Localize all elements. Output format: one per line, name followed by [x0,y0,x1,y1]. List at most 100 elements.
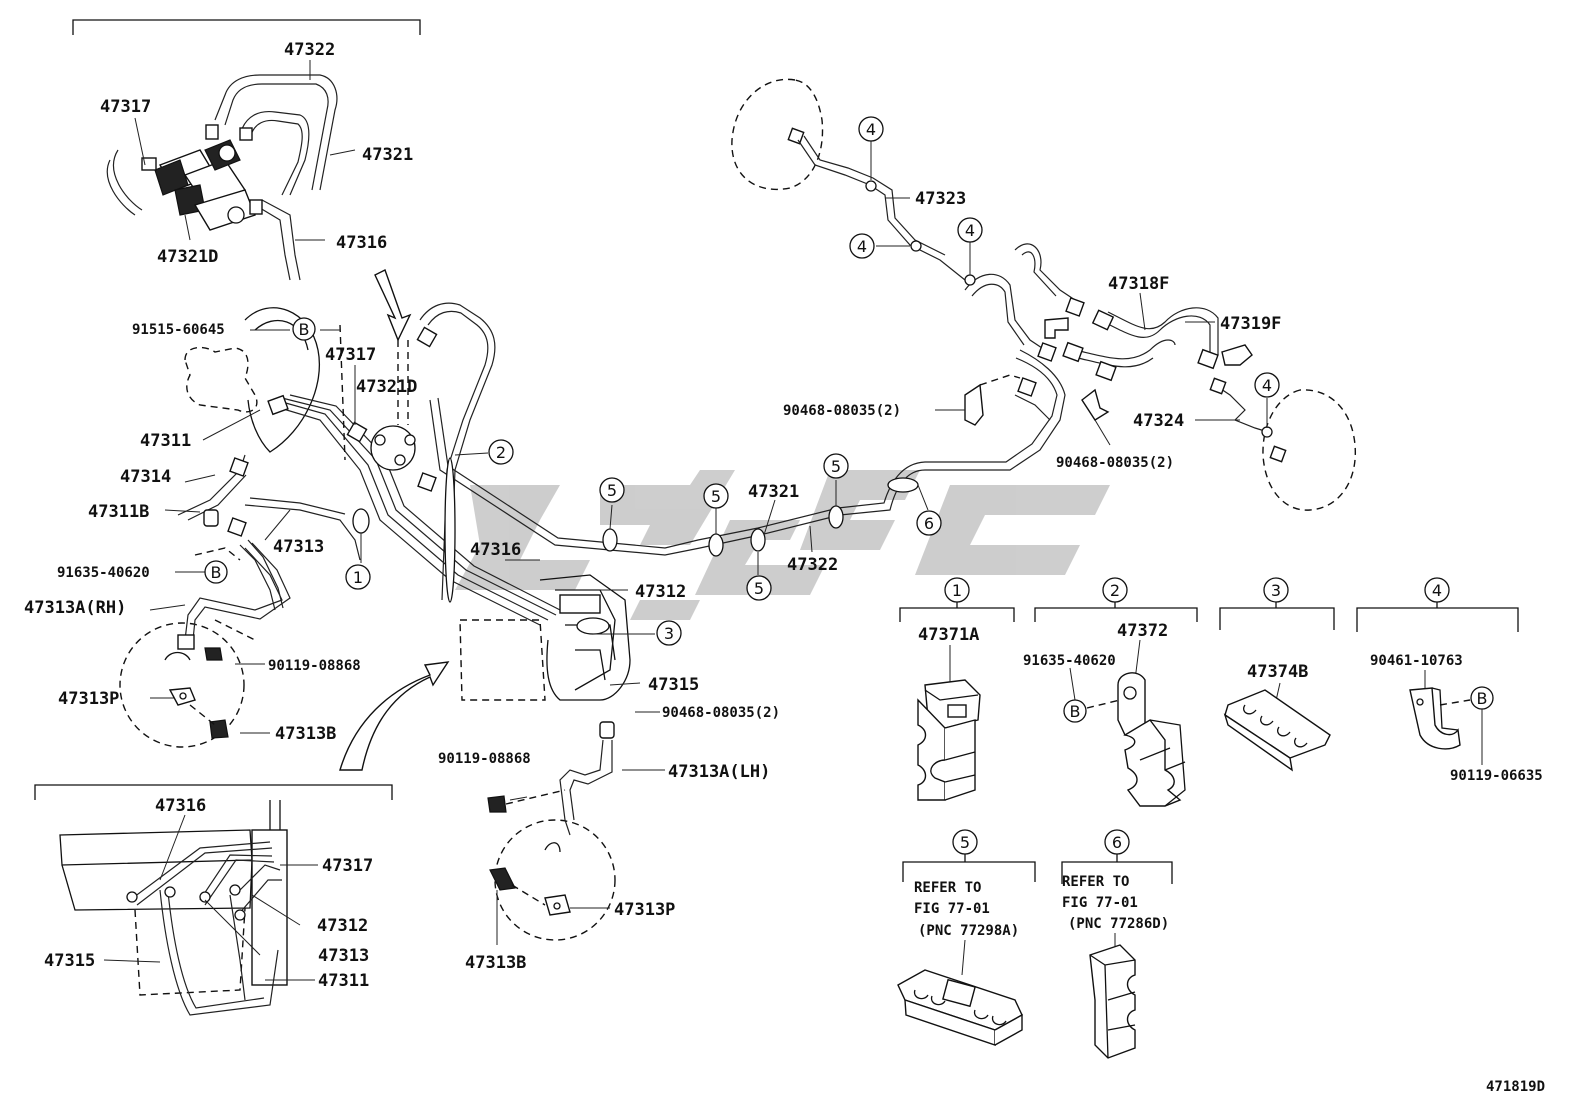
proportioning-valve-top [141,124,263,231]
label-47321D-top: 47321D [157,247,218,267]
label-47314: 47314 [120,467,171,487]
callout-circles: B B 1 2 3 5 5 5 5 6 [204,317,942,646]
legend-group-2: 2 47372 91635-40620 B [1023,577,1198,807]
callout-4-a: 4 [866,120,876,139]
legend-2-number: 2 [1110,581,1120,600]
label-47315-inset: 47315 [44,951,95,971]
leader-lines [149,329,929,734]
callout-4-c: 4 [965,221,975,240]
label-47313P-left: 47313P [58,689,119,709]
label-47311: 47311 [140,431,191,451]
label-90119-08868-left: 90119-08868 [268,658,361,674]
legend-4-part: 90461-10763 [1370,653,1463,669]
label-47317-inset: 47317 [322,856,373,876]
callout-3-main: 3 [664,624,674,643]
label-47322-mid: 47322 [787,555,838,575]
label-47312-inset: 47312 [317,916,368,936]
callout-6-main: 6 [924,514,934,533]
label-47317-top: 47317 [100,97,151,117]
label-47319F: 47319F [1220,314,1281,334]
label-47315: 47315 [648,675,699,695]
legend-6-line1: REFER TO [1062,874,1129,890]
callout-4-b: 4 [857,237,867,256]
label-47313A-RH: 47313A(RH) [24,598,126,618]
legend-6-line2: FIG 77-01 [1062,895,1138,911]
front-right-wheel-assembly [119,509,291,748]
clamp-77286D-icon [1089,944,1136,1059]
label-91635-40620-left: 91635-40620 [57,565,150,581]
bracket-90461-icon [1409,687,1461,750]
legend-group-1: 1 47371A [899,577,1015,801]
diagram-id: 471819D [1486,1079,1545,1095]
main-brake-lines [177,243,1085,701]
callout-b-2: B [211,563,222,582]
label-47313-inset: 47313 [318,946,369,966]
valve-47321D [370,340,416,471]
label-90119-08868-mid: 90119-08868 [438,751,531,767]
callout-5-d: 5 [831,457,841,476]
label-47316-inset: 47316 [155,796,206,816]
clamp-5b [708,533,724,557]
label-47313A-LH: 47313A(LH) [668,762,770,782]
legend-5-line1: REFER TO [914,880,981,896]
label-47324: 47324 [1133,411,1184,431]
callout-5-c: 5 [754,579,764,598]
clamp-5a [602,528,618,552]
label-47313B-left: 47313B [275,724,336,744]
label-47321-top: 47321 [362,145,413,165]
front-left-wheel-assembly [487,721,665,945]
rear-callouts: 4 4 4 4 [849,116,1280,398]
clamp-47372-icon [1117,672,1186,807]
clamp-1 [352,508,370,534]
abs-actuator [459,574,631,701]
clamp-47374B-icon [1223,689,1331,772]
label-90468-08035-right: 90468-08035(2) [1056,455,1174,471]
legend-group-3: 3 47374B [1219,577,1335,772]
clamp-5d [828,505,844,529]
watermark-logo [455,470,1110,620]
callout-2-main: 2 [496,443,506,462]
clamp-5c [750,528,766,552]
clamp-77298A-icon [897,969,1023,1046]
clamp-2 [444,457,456,603]
legend-3-part: 47374B [1247,662,1308,682]
legend-5-line2: FIG 77-01 [914,901,990,917]
label-47323: 47323 [915,189,966,209]
legend-2-part: 47372 [1117,621,1168,641]
legend-1-number: 1 [952,581,962,600]
label-91515-60645: 91515-60645 [132,322,225,338]
clamp-3 [576,617,610,635]
label-47317-mid: 47317 [325,345,376,365]
legend-1-part: 47371A [918,625,979,645]
rear-brake-assembly [731,78,1356,511]
label-90468-08035-mid: 90468-08035(2) [662,705,780,721]
legend-2-sub: 91635-40620 [1023,653,1116,669]
callout-b-1: B [299,320,310,339]
label-47316-top: 47316 [336,233,387,253]
legend-5-number: 5 [960,833,970,852]
legend-4-ref-b: B [1477,689,1488,708]
callout-1-main: 1 [353,568,363,587]
label-47313B-right: 47313B [465,953,526,973]
label-47313P-right: 47313P [614,900,675,920]
label-47322-top: 47322 [284,40,335,60]
label-47311-inset: 47311 [318,971,369,991]
label-47321D-mid: 47321D [356,377,417,397]
callout-5-b: 5 [711,487,721,506]
label-90468-08035-upper: 90468-08035(2) [783,403,901,419]
clamp-47371A-icon [917,679,981,801]
label-47312: 47312 [635,582,686,602]
legend-4-number: 4 [1432,581,1442,600]
legend-3-number: 3 [1271,581,1281,600]
top-left-assembly [72,19,421,281]
legend-group-6: 6 REFER TO FIG 77-01 (PNC 77286D) [1061,829,1173,1059]
label-47318F: 47318F [1108,274,1169,294]
legend-5-line3: (PNC 77298A) [918,923,1019,939]
legend-group-5: 5 REFER TO FIG 77-01 (PNC 77298A) [897,829,1036,1046]
label-47311B: 47311B [88,502,149,522]
callout-4-d: 4 [1262,376,1272,395]
legend-group-4: 4 90461-10763 B 90119-06635 [1356,577,1543,784]
inset-abs-detail [34,784,393,1016]
legend-6-line3: (PNC 77286D) [1068,916,1169,932]
